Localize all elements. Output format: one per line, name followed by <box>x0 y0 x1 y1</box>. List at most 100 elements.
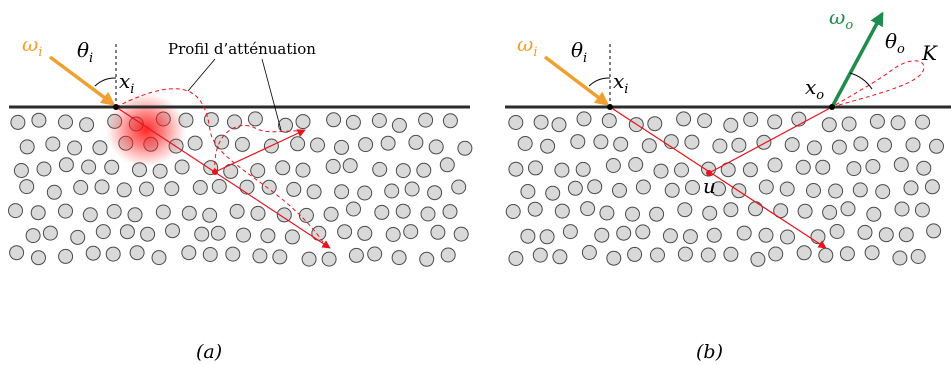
particle <box>677 112 691 126</box>
theta-i-arc-b <box>589 78 610 86</box>
particle <box>59 158 73 172</box>
particle <box>823 205 837 219</box>
particle <box>46 137 60 151</box>
particle <box>107 205 121 219</box>
particle <box>555 204 569 218</box>
particle <box>528 202 542 216</box>
caption-b: (b) <box>696 341 723 363</box>
particle <box>386 228 400 242</box>
particle <box>853 183 867 197</box>
particle <box>546 186 560 200</box>
particle <box>925 180 939 194</box>
particle <box>577 112 591 126</box>
particle <box>628 247 642 261</box>
particle <box>80 118 94 132</box>
particle <box>405 182 419 196</box>
particle <box>798 204 812 218</box>
theta-o-label: θo <box>885 29 905 57</box>
particle <box>128 208 142 222</box>
particle <box>372 114 386 128</box>
particle <box>842 117 856 131</box>
particle <box>816 160 830 174</box>
particle <box>285 230 299 244</box>
particle <box>509 116 523 130</box>
particle <box>916 115 930 129</box>
particle <box>626 207 640 221</box>
theta-i-label-a: θi <box>77 38 93 66</box>
particle <box>338 225 352 239</box>
particle <box>636 225 650 239</box>
particle <box>307 185 321 199</box>
particle <box>506 205 520 219</box>
particle <box>571 135 585 149</box>
particle <box>83 208 97 222</box>
particle <box>607 251 621 265</box>
particle <box>68 141 82 155</box>
particle <box>251 206 265 220</box>
particle <box>166 224 180 238</box>
particle <box>443 205 457 219</box>
k-label: K <box>921 41 938 65</box>
particle <box>876 185 890 199</box>
particle <box>830 225 844 239</box>
particle <box>326 159 340 173</box>
particle <box>59 115 73 129</box>
particle <box>895 202 909 216</box>
particle <box>419 113 433 127</box>
particle <box>404 225 418 239</box>
particle <box>893 251 907 265</box>
particle <box>769 247 783 261</box>
particle <box>698 114 712 128</box>
particle <box>32 251 46 265</box>
particle <box>540 230 554 244</box>
particle <box>749 202 763 216</box>
particle <box>420 252 434 266</box>
particle <box>279 118 293 132</box>
profile-leader-2 <box>262 59 281 130</box>
particle <box>654 164 668 178</box>
particle <box>768 158 782 172</box>
particle <box>617 226 631 240</box>
particle <box>343 159 357 173</box>
particle <box>452 180 466 194</box>
particle <box>867 207 881 221</box>
particle <box>732 138 746 152</box>
particle <box>675 163 689 177</box>
particle <box>648 117 662 131</box>
particle <box>737 226 751 240</box>
particle <box>642 139 656 153</box>
particle <box>440 158 454 172</box>
particle <box>322 252 336 266</box>
particle <box>117 183 131 197</box>
particle <box>235 137 249 151</box>
particle <box>685 135 699 149</box>
particle <box>327 113 341 127</box>
particle <box>140 182 154 196</box>
x-o-label: xo <box>805 75 824 103</box>
panel-b: ωi θi xi ωo θo xo u K (b) <box>505 5 951 363</box>
particle <box>744 113 758 127</box>
particle <box>879 228 893 242</box>
particle <box>724 203 738 217</box>
particle <box>156 205 170 219</box>
particle <box>553 250 567 264</box>
particle <box>847 162 861 176</box>
panel-a: ωi θi xi Profil d’atténuation (a) <box>9 32 472 363</box>
particle <box>230 204 244 218</box>
particle <box>31 206 45 220</box>
particle <box>650 207 664 221</box>
particle <box>335 185 349 199</box>
omega-i-label-a: ωi <box>22 32 42 60</box>
particle <box>678 203 692 217</box>
particle <box>594 135 608 149</box>
particle <box>37 162 51 176</box>
particle <box>701 248 715 262</box>
particle <box>904 181 918 195</box>
particle <box>106 247 120 261</box>
particle <box>894 158 908 172</box>
particle <box>707 228 721 242</box>
particle <box>273 250 287 264</box>
particle <box>324 207 338 221</box>
particle <box>175 160 189 174</box>
